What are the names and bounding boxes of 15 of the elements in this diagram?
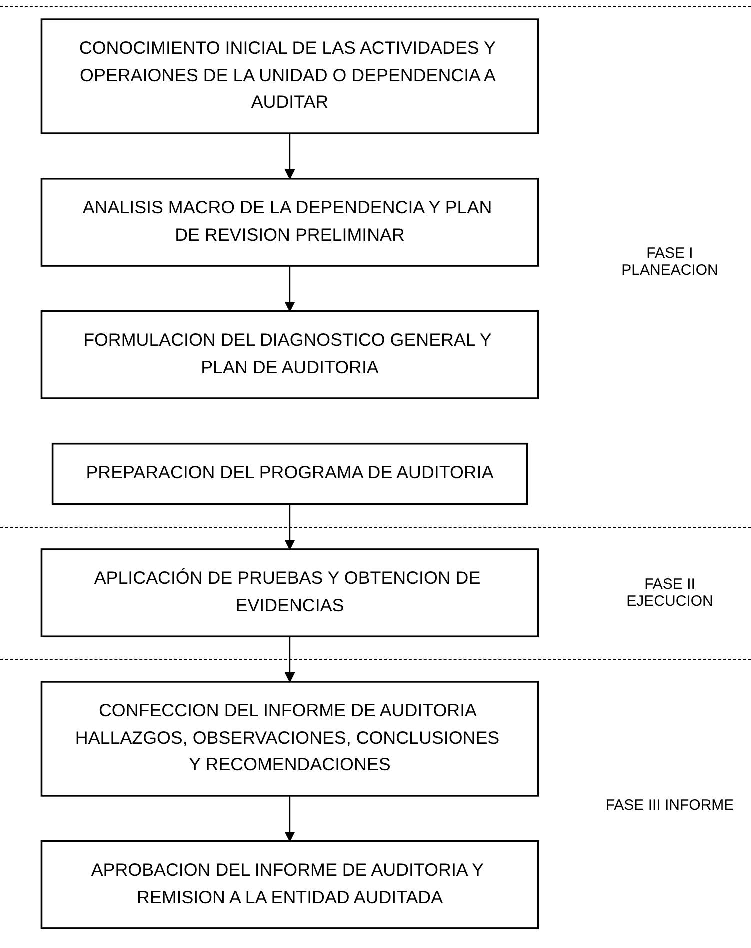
arrow [284, 134, 296, 180]
node-box: APLICACIÓN DE PRUEBAS Y OBTENCION DE EVIDENCIAS [40, 548, 540, 638]
phase-label: FASE II EJECUCION [626, 576, 714, 610]
arrow [284, 504, 296, 550]
arrow [284, 796, 296, 842]
node-box: PREPARACION DEL PROGRAMA DE AUDITORIA [52, 442, 528, 506]
node-box: CONFECCION DEL INFORME DE AUDITORIA HALLAZGOS, OBSERVACIONES, CONCLUSIONES Y RECOMENDACIONES [40, 681, 540, 797]
arrow [284, 266, 296, 312]
node-box: APROBACION DEL INFORME DE AUDITORIA Y REMISION A LA ENTIDAD AUDITADA [40, 840, 540, 930]
node-box: FORMULACION DEL DIAGNOSTICO GENERAL Y PLAN DE AUDITORIA [40, 310, 540, 400]
node-box: ANALISIS MACRO DE LA DEPENDENCIA Y PLAN DE REVISION PRELIMINAR [40, 178, 540, 267]
phase-label: FASE I PLANEACION [620, 244, 720, 279]
arrow [284, 636, 296, 682]
phase-label: FASE III INFORME [604, 796, 736, 814]
node-box: CONOCIMIENTO INICIAL DE LAS ACTIVIDADES Y OPERAIONES DE LA UNIDAD O DEPENDENCIA A AUDITAR [40, 18, 540, 134]
